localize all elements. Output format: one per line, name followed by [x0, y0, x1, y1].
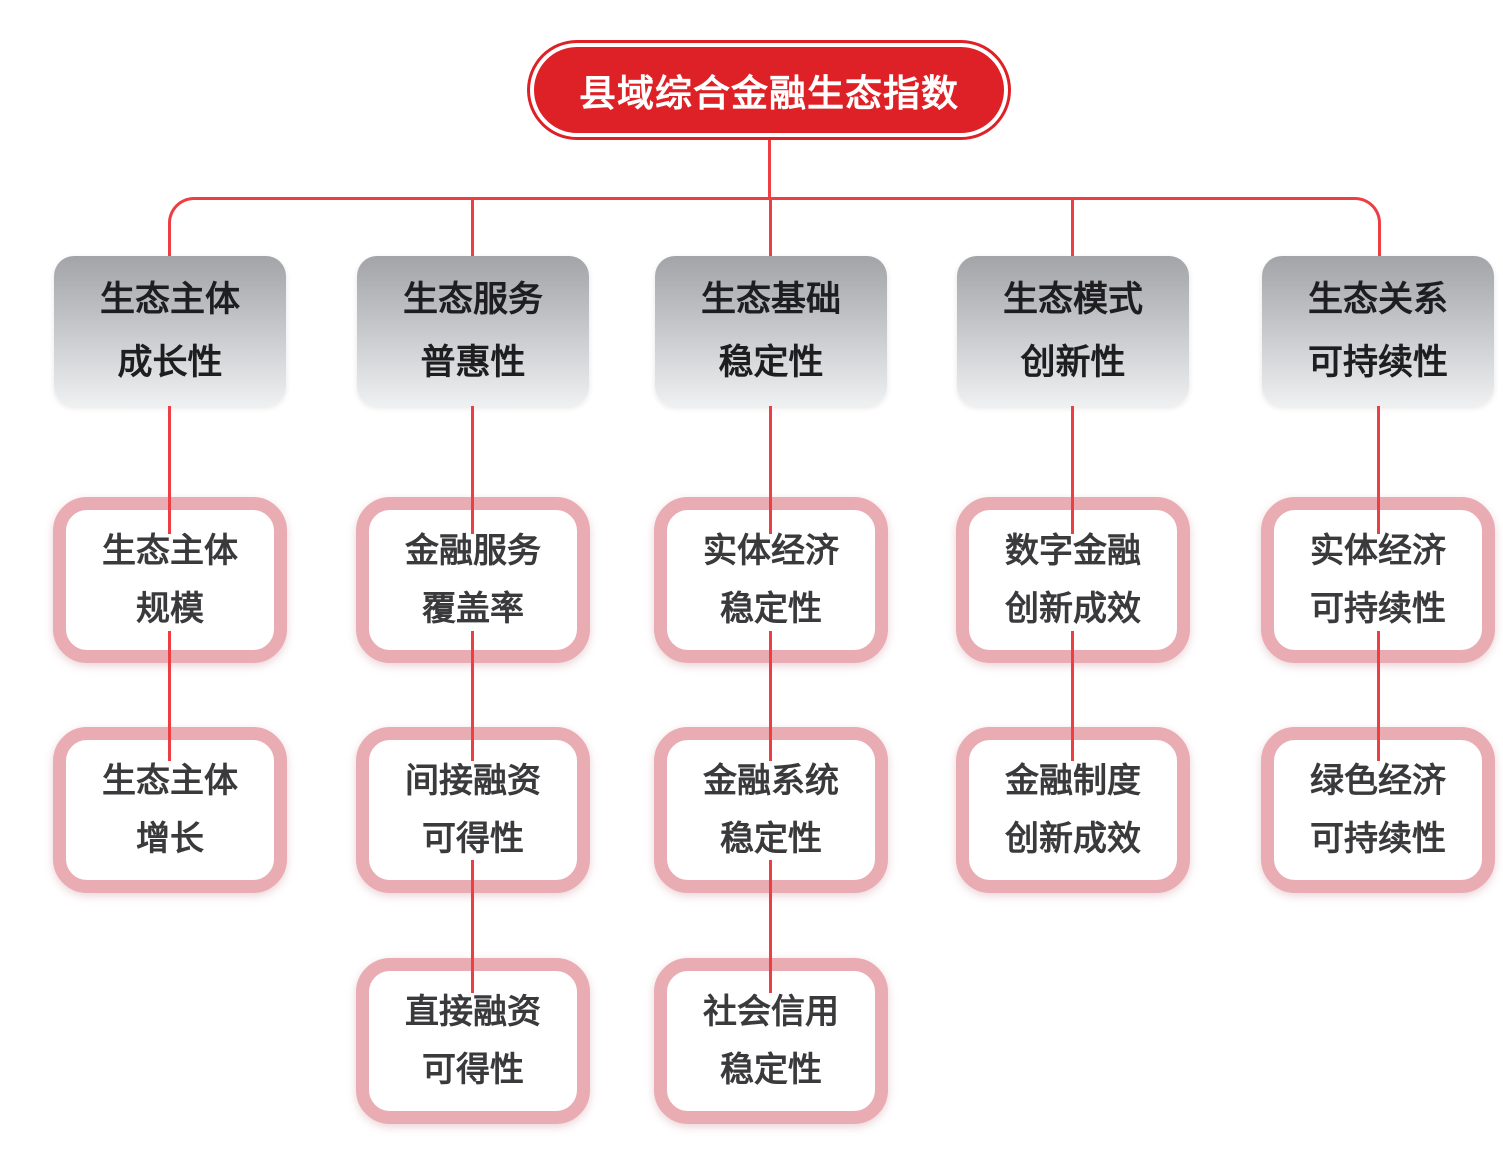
- leaf-label-line: 直接融资: [405, 993, 541, 1031]
- leaf-label-line: 绿色经济: [1310, 762, 1446, 800]
- branch-label-line: 创新性: [1020, 343, 1126, 382]
- leaf-label-line: 稳定性: [720, 1051, 822, 1089]
- connector-line: [471, 406, 474, 534]
- leaf-label-line: 数字金融: [1005, 532, 1141, 570]
- leaf-label-line: 社会信用: [703, 993, 839, 1031]
- branch-header: 生态基础 稳定性: [655, 256, 887, 406]
- connector-vertical-line: [769, 199, 772, 256]
- connector-line: [168, 631, 171, 761]
- connector-line: [1377, 406, 1380, 534]
- branch-label-line: 生态基础: [700, 280, 841, 319]
- leaf-label-line: 可持续性: [1310, 820, 1446, 858]
- leaf-label-line: 金融系统: [703, 762, 839, 800]
- connector-line: [168, 406, 171, 534]
- branch-header: 生态关系 可持续性: [1262, 256, 1494, 406]
- connector-line: [1071, 631, 1074, 761]
- connector-vertical-line: [1071, 199, 1074, 256]
- connector-bracket: [168, 197, 1381, 256]
- connector-line: [1377, 631, 1380, 761]
- branch-label-line: 稳定性: [718, 343, 824, 382]
- leaf-label-line: 稳定性: [720, 820, 822, 858]
- leaf-label-line: 创新成效: [1005, 820, 1141, 858]
- connector-line: [471, 860, 474, 993]
- branch-label-line: 生态模式: [1002, 280, 1143, 319]
- branch-label-line: 成长性: [117, 343, 223, 382]
- leaf-label-line: 实体经济: [703, 532, 839, 570]
- root-node: 县域综合金融生态指数: [530, 43, 1008, 137]
- branch-label-line: 普惠性: [420, 343, 526, 382]
- root-node-label: 县域综合金融生态指数: [579, 73, 959, 114]
- leaf-label-line: 创新成效: [1005, 590, 1141, 628]
- leaf-label-line: 可得性: [422, 1051, 524, 1089]
- connector-line: [1071, 406, 1074, 534]
- branch-header: 生态服务 普惠性: [357, 256, 589, 406]
- branch-label-line: 生态关系: [1307, 280, 1448, 319]
- branch-header: 生态模式 创新性: [957, 256, 1189, 406]
- leaf-label-line: 可持续性: [1310, 590, 1446, 628]
- leaf-label-line: 规模: [136, 590, 204, 628]
- leaf-label-line: 覆盖率: [422, 590, 524, 628]
- connector-line: [769, 406, 772, 534]
- leaf-label-line: 增长: [136, 820, 204, 858]
- leaf-label-line: 稳定性: [720, 590, 822, 628]
- connector-line: [471, 631, 474, 761]
- leaf-node: 生态主体 增长: [53, 727, 287, 893]
- leaf-label-line: 生态主体: [102, 532, 238, 570]
- leaf-label-line: 生态主体: [102, 762, 238, 800]
- leaf-label-line: 间接融资: [405, 762, 541, 800]
- branch-label-line: 生态服务: [402, 280, 543, 319]
- leaf-label-line: 可得性: [422, 820, 524, 858]
- leaf-label-line: 金融服务: [405, 532, 541, 570]
- connector-vertical-line: [471, 199, 474, 256]
- connector-trunk-line: [768, 136, 771, 199]
- leaf-label-line: 金融制度: [1005, 762, 1141, 800]
- connector-line: [769, 860, 772, 993]
- leaf-label-line: 实体经济: [1310, 532, 1446, 570]
- connector-line: [769, 631, 772, 761]
- branch-label-line: 生态主体: [99, 280, 240, 319]
- branch-header: 生态主体 成长性: [54, 256, 286, 406]
- branch-label-line: 可持续性: [1307, 343, 1448, 382]
